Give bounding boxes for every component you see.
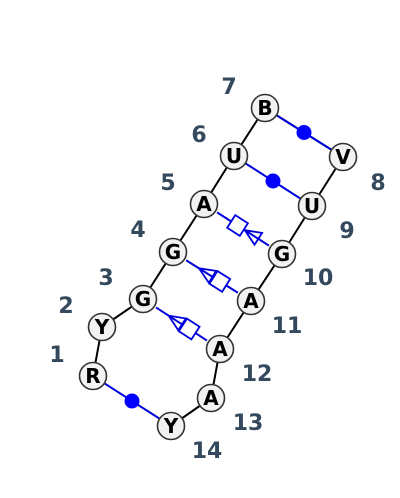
nucleotide-letter: R	[85, 364, 100, 388]
nucleotide-letter: V	[335, 145, 351, 169]
nucleotide-index-label: 3	[98, 266, 113, 291]
nucleotide-letter: U	[226, 144, 242, 168]
nucleotide-circle	[267, 239, 297, 269]
nucleotide-index-label: 1	[49, 343, 64, 368]
nucleotide-6: U	[219, 141, 249, 171]
nucleotide-circle	[196, 383, 226, 413]
nucleotide-letter: Y	[163, 414, 179, 438]
nucleotide-letter: G	[135, 287, 151, 311]
nucleotide-letter: A	[203, 386, 219, 410]
nucleotide-9: U	[297, 191, 327, 221]
nucleotide-index-label: 11	[272, 314, 303, 339]
pair-square-icon	[177, 317, 201, 341]
nucleotide-circle	[219, 141, 249, 171]
pair-dot-icon	[124, 393, 140, 409]
nucleotide-letter: B	[257, 96, 272, 120]
nucleotide-index-label: 6	[191, 123, 206, 148]
pair-square-backing	[178, 318, 200, 340]
nucleotide-index-label: 9	[339, 219, 354, 244]
pair-square-backing	[209, 271, 231, 292]
base-pair-4-11	[185, 259, 239, 294]
nucleotide-letter: U	[304, 194, 320, 218]
nucleotide-index-label: 5	[160, 171, 175, 196]
nucleotide-7: B	[250, 93, 280, 123]
nucleotide-13: A	[196, 383, 226, 413]
pair-square-icon	[225, 213, 250, 238]
base-pair-5-10	[216, 211, 270, 247]
nucleotide-circle	[250, 93, 280, 123]
nucleotide-2: Y	[87, 312, 117, 342]
nucleotide-index-label: 12	[242, 362, 273, 387]
nucleotide-1: R	[78, 361, 108, 391]
nucleotide-index-label: 2	[58, 294, 73, 319]
base-pair-1-14	[92, 375, 172, 427]
nucleotide-letter: A	[243, 289, 259, 313]
nucleotide-circle	[297, 191, 327, 221]
nucleotide-circle	[328, 142, 358, 172]
nucleotide-index-label: 8	[370, 171, 385, 196]
nucleotide-letter: G	[274, 242, 290, 266]
nucleotide-circle	[236, 286, 266, 316]
pair-square-backing	[227, 215, 248, 236]
pair-dot-icon	[265, 173, 281, 189]
base-pair-3-12	[155, 306, 208, 342]
base-pair-6-9	[233, 155, 313, 207]
nucleotide-circle	[87, 312, 117, 342]
base-pair-layer	[92, 107, 344, 427]
nucleotide-circle	[205, 334, 235, 364]
pair-triangle-icon	[166, 314, 188, 332]
pair-square-icon	[208, 269, 232, 293]
nucleotide-circle	[78, 361, 108, 391]
nucleotide-5: A	[189, 189, 219, 219]
nucleotide-index-label: 7	[221, 75, 236, 100]
nucleotide-8: V	[328, 142, 358, 172]
nucleotide-3: G	[128, 284, 158, 314]
nucleotide-index-label: 4	[130, 218, 145, 243]
pair-triangle-icon	[197, 267, 218, 285]
nucleotide-10: G	[267, 239, 297, 269]
nucleotide-index-label: 10	[303, 266, 334, 291]
nucleotide-index-label: 13	[233, 411, 264, 436]
nucleotide-letter: G	[165, 240, 181, 264]
nucleotide-letter: Y	[94, 315, 110, 339]
nucleotide-4: G	[158, 237, 188, 267]
nucleotide-index-label: 14	[192, 439, 223, 464]
nucleotide-14: Y	[156, 411, 186, 441]
nucleotide-circle	[158, 237, 188, 267]
base-pair-7-8	[264, 107, 344, 158]
nucleotide-letter: A	[212, 337, 228, 361]
pair-dot-icon	[296, 125, 312, 140]
nucleotide-circle	[128, 284, 158, 314]
nucleotide-11: A	[236, 286, 266, 316]
nucleotide-12: A	[205, 334, 235, 364]
nucleotide-circle	[156, 411, 186, 441]
nucleotide-letter: A	[196, 192, 212, 216]
pair-triangle-icon	[242, 228, 264, 247]
nucleotide-circle	[189, 189, 219, 219]
